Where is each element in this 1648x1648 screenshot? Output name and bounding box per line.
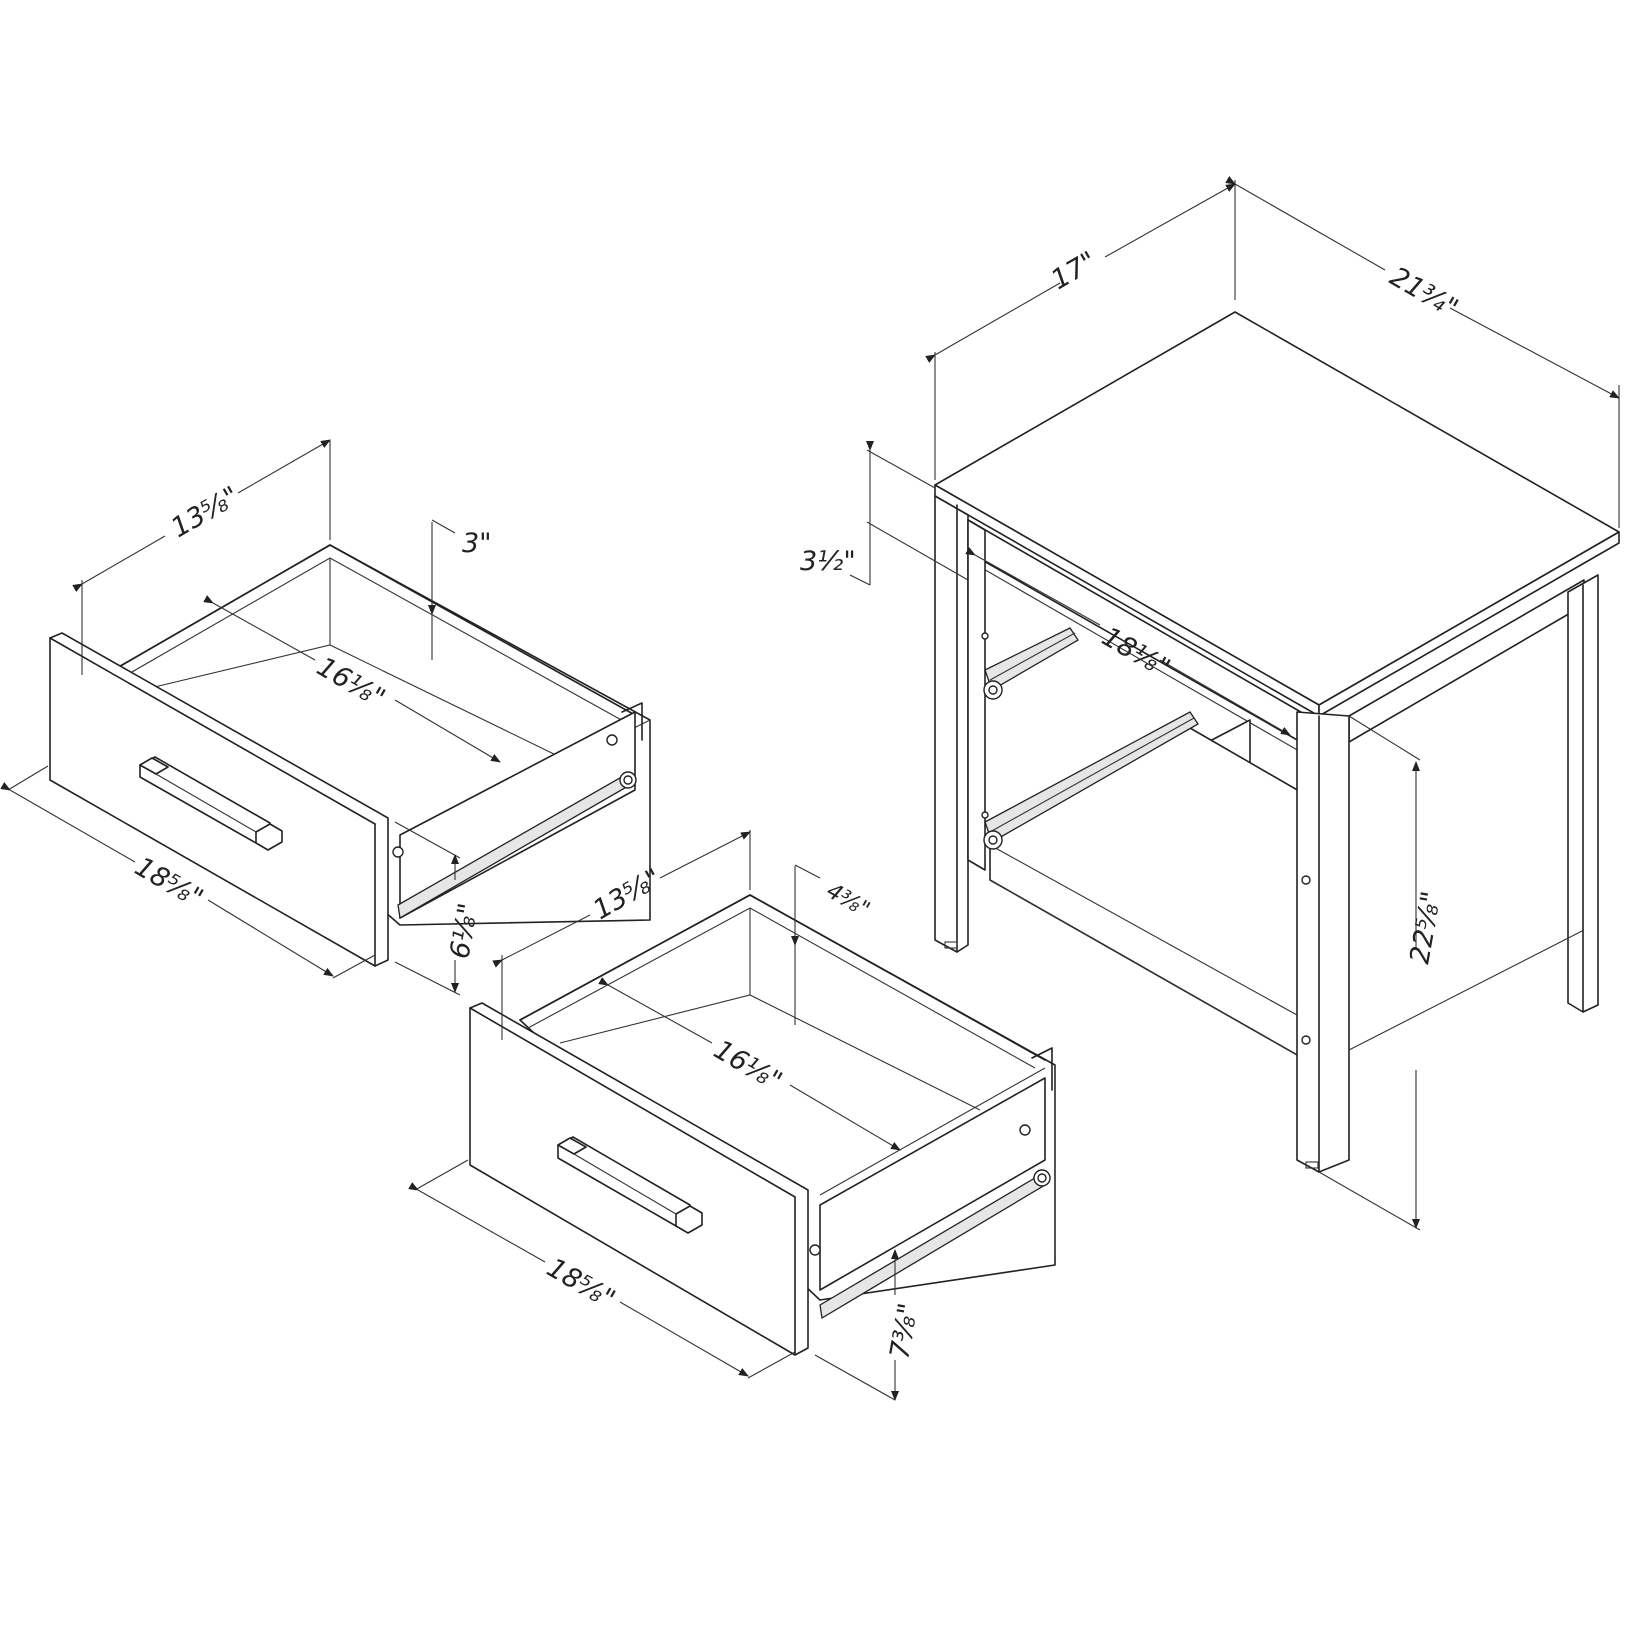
- front-right-leg: [1296, 711, 1350, 1173]
- cam-screw: [1301, 1035, 1311, 1045]
- nightstand: 17" 21¾" 3½" 18⅛" 22⅝: [800, 176, 1620, 1231]
- lower-drawer-front-height-label: 7⅜": [884, 1301, 924, 1361]
- nightstand-top-side-edge: [1318, 531, 1620, 717]
- upper-drawer: 13⅝" 3" 16⅛" 18⅝" 6⅛": [0, 439, 651, 996]
- lower-drawer-slide: [981, 711, 1199, 850]
- lower-drawer-handle: [557, 1136, 703, 1234]
- nightstand-depth-label: 21¾": [1385, 261, 1464, 324]
- screw: [809, 1244, 821, 1256]
- nightstand-width-label: 17": [1046, 246, 1102, 296]
- screw: [1019, 1124, 1031, 1136]
- front-left-leg: [934, 495, 969, 953]
- upper-drawer-inner-height-label: 3": [462, 528, 492, 559]
- nightstand-lower-shelf: [989, 727, 1307, 1061]
- upper-drawer-side: [399, 711, 636, 919]
- nightstand-height-label: 22⅝": [1404, 889, 1447, 966]
- screw: [606, 734, 618, 746]
- lower-drawer-front-length-label: 18⅝": [542, 1252, 621, 1315]
- dim-upper-drawer-inner-height: 3": [428, 519, 492, 660]
- cam-screw: [1301, 875, 1311, 885]
- leg-glide: [1305, 1161, 1319, 1169]
- screw: [392, 846, 404, 858]
- upper-drawer-slide: [981, 627, 1079, 700]
- lower-drawer: 13⅝" 4⅜" 16⅛" 18⅝" 7⅜": [408, 830, 1056, 1401]
- upper-drawer-handle: [139, 756, 283, 851]
- upper-drawer-width-label: 13⅝": [166, 481, 245, 544]
- top-rail-height-label: 3½": [800, 546, 856, 577]
- lower-drawer-side: [819, 1077, 1046, 1291]
- leg-glide: [944, 941, 958, 949]
- dim-top-rail-height: 3½": [800, 441, 969, 586]
- lower-drawer-inner-height-label: 4⅜": [822, 879, 874, 923]
- front-left-inner-post: [967, 519, 986, 871]
